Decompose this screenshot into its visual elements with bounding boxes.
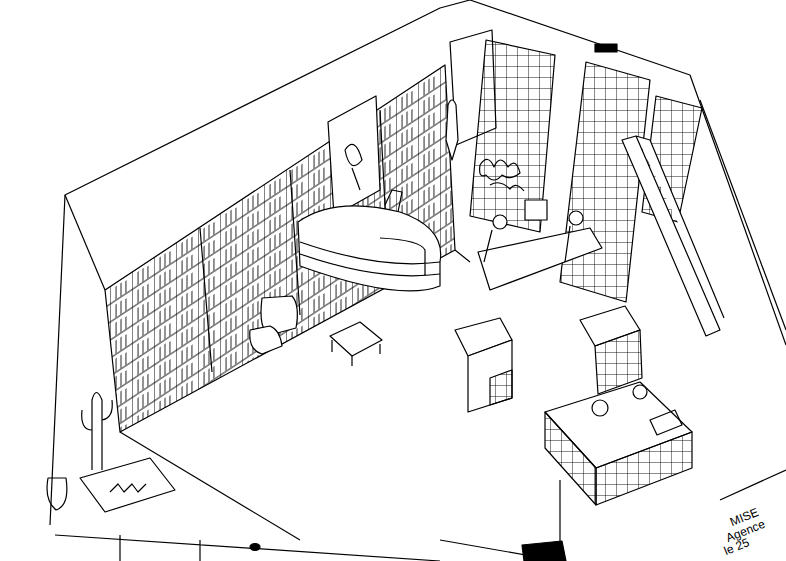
foreground-edge: [560, 470, 786, 561]
person: [633, 385, 647, 399]
floor-edge: [120, 250, 470, 540]
dot: [250, 544, 260, 551]
counter: [622, 136, 724, 336]
floor-mat: [110, 484, 146, 492]
person: [493, 215, 507, 229]
person: [569, 211, 583, 225]
armchair: [250, 326, 282, 354]
coffee-table: [330, 322, 382, 356]
window-panel: [470, 40, 555, 232]
person: [484, 226, 570, 262]
wall-outline: [470, 0, 786, 345]
person: [446, 100, 458, 160]
cabinet: [490, 370, 512, 405]
reception-desk: [298, 206, 441, 291]
monitor: [525, 200, 547, 220]
wall-outline: [50, 0, 470, 525]
window-panel: [560, 62, 650, 302]
person: [592, 400, 608, 416]
paper: [650, 410, 682, 435]
desk: [545, 412, 596, 505]
cactus: [82, 393, 113, 471]
floor-mat: [80, 458, 175, 512]
bookshelf-wall: [105, 65, 455, 432]
wall-art: [328, 96, 380, 216]
cabinet: [468, 340, 512, 412]
coffee-table: [332, 340, 380, 366]
vase: [47, 478, 67, 510]
desk: [596, 432, 692, 505]
desk: [478, 228, 602, 290]
wall-art: [345, 144, 362, 190]
wall-outline: [700, 100, 786, 330]
wall-outline: [65, 195, 105, 290]
black-block: [595, 44, 617, 52]
plant: [480, 159, 524, 191]
foreground-edge: [55, 535, 560, 561]
chair: [385, 190, 402, 212]
reception-desk: [300, 238, 440, 276]
